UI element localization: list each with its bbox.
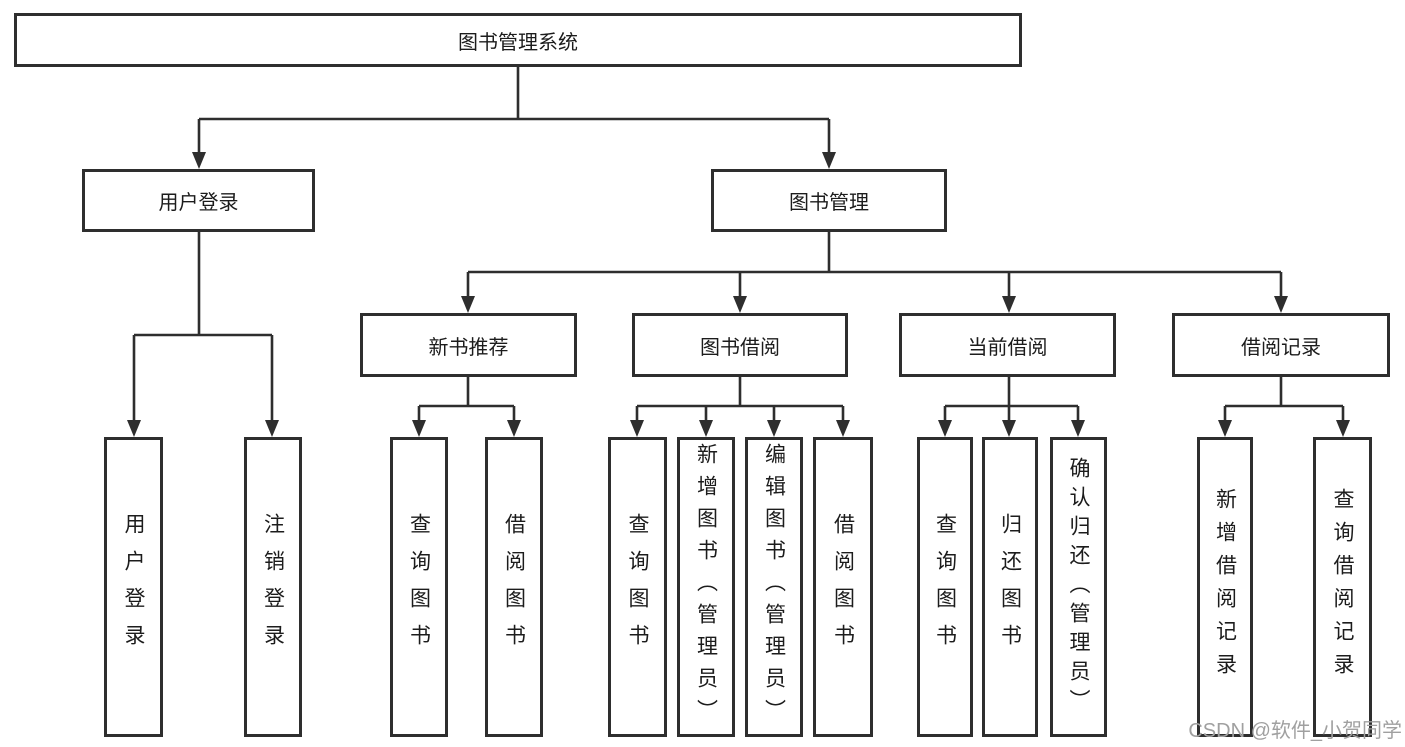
node-current-borrowing: 当前借阅 (899, 313, 1116, 377)
node-borrowing-records: 借阅记录 (1172, 313, 1390, 377)
leaf-query-borrowing-record: 查询借阅记录 (1313, 437, 1372, 737)
node-new-book-recommendation: 新书推荐 (360, 313, 577, 377)
leaf-label: 用户登录 (122, 513, 145, 661)
node-label: 图书借阅 (700, 336, 780, 359)
leaf-label: 借阅图书 (831, 513, 855, 661)
leaf-add-books-admin: 新增图书（管理员） (677, 437, 735, 737)
node-label: 用户登录 (158, 192, 239, 214)
leaf-user-login: 用户登录 (104, 437, 163, 737)
edges-user-login (127, 232, 279, 437)
node-label: 新书推荐 (428, 336, 509, 359)
node-book-management: 图书管理 (711, 169, 947, 232)
node-user-login: 用户登录 (82, 169, 315, 232)
leaf-return-books: 归还图书 (982, 437, 1038, 737)
leaf-label: 注销登录 (261, 513, 285, 661)
edges-current-borrowing (938, 377, 1085, 437)
edges-borrowing-records (1218, 377, 1350, 437)
node-label: 图书管理系统 (458, 31, 578, 54)
leaf-label: 查询借阅记录 (1331, 488, 1354, 686)
edges-root (192, 67, 836, 169)
node-root: 图书管理系统 (14, 13, 1022, 67)
leaf-label: 新增借阅记录 (1213, 488, 1237, 686)
leaf-query-books-borrowing: 查询图书 (608, 437, 667, 737)
leaf-edit-books-admin: 编辑图书（管理员） (745, 437, 803, 737)
leaf-label: 新增图书（管理员） (694, 443, 718, 731)
leaf-confirm-return-admin: 确认归还（管理员） (1050, 437, 1107, 737)
node-label: 图书管理 (789, 192, 869, 214)
leaf-borrow-books: 借阅图书 (813, 437, 873, 737)
edges-book-management (461, 232, 1288, 313)
node-label: 当前借阅 (967, 336, 1048, 359)
node-book-borrowing: 图书借阅 (632, 313, 848, 377)
leaf-label: 编辑图书（管理员） (762, 443, 786, 731)
edges-book-borrowing (630, 377, 850, 437)
edges-new-book-recommendation (412, 377, 521, 437)
watermark: CSDN @软件_小贺同学 (1188, 720, 1402, 742)
leaf-borrow-books-recommend: 借阅图书 (485, 437, 543, 737)
leaf-label: 查询图书 (933, 513, 957, 661)
leaf-label: 借阅图书 (502, 513, 526, 661)
leaf-logout: 注销登录 (244, 437, 302, 737)
leaf-label: 查询图书 (407, 513, 431, 661)
leaf-label: 查询图书 (626, 513, 649, 661)
leaf-query-books-recommend: 查询图书 (390, 437, 448, 737)
leaf-query-books-current: 查询图书 (917, 437, 973, 737)
leaf-label: 确认归还（管理员） (1067, 456, 1090, 718)
leaf-label: 归还图书 (998, 513, 1022, 661)
leaf-add-borrowing-record: 新增借阅记录 (1197, 437, 1253, 737)
node-label: 借阅记录 (1241, 336, 1321, 359)
